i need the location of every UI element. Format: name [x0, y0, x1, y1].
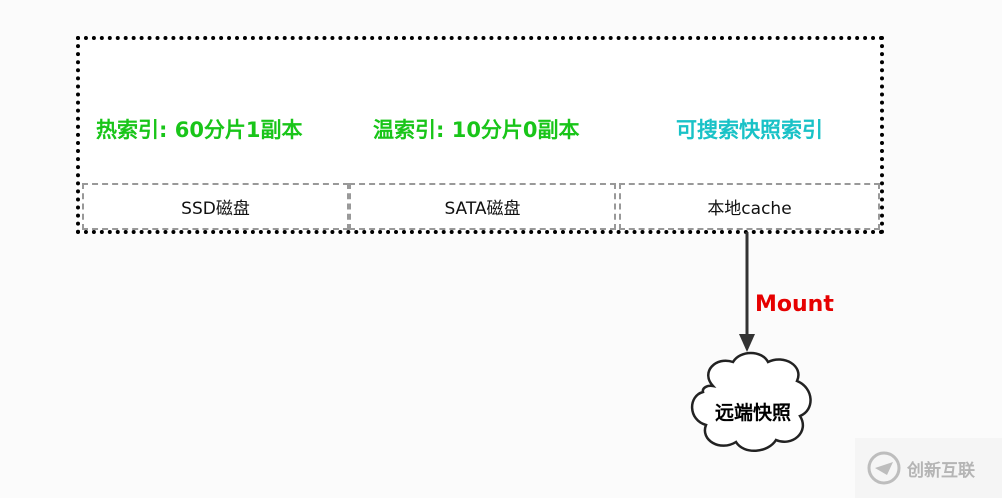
ssd-disk-label: SSD磁盘	[181, 199, 250, 219]
hot-index-label: 热索引: 60分片1副本	[96, 118, 303, 142]
remote-snapshot-cloud	[690, 351, 812, 452]
sata-disk-label: SATA磁盘	[444, 199, 521, 219]
sata-disk-box: SATA磁盘	[349, 183, 616, 230]
local-cache-label: 本地cache	[707, 199, 792, 219]
warm-index-label: 温索引: 10分片0副本	[373, 118, 580, 142]
mount-label: Mount	[755, 292, 834, 317]
watermark-text: 创新互联	[907, 461, 975, 481]
local-cache-box: 本地cache	[619, 183, 880, 230]
searchable-snapshot-label: 可搜索快照索引	[676, 118, 823, 142]
remote-snapshot-label: 远端快照	[714, 402, 791, 424]
mount-arrow-head	[739, 334, 755, 352]
ssd-disk-box: SSD磁盘	[82, 183, 349, 230]
watermark-logo-icon	[867, 451, 901, 485]
watermark: 创新互联	[855, 438, 1002, 498]
